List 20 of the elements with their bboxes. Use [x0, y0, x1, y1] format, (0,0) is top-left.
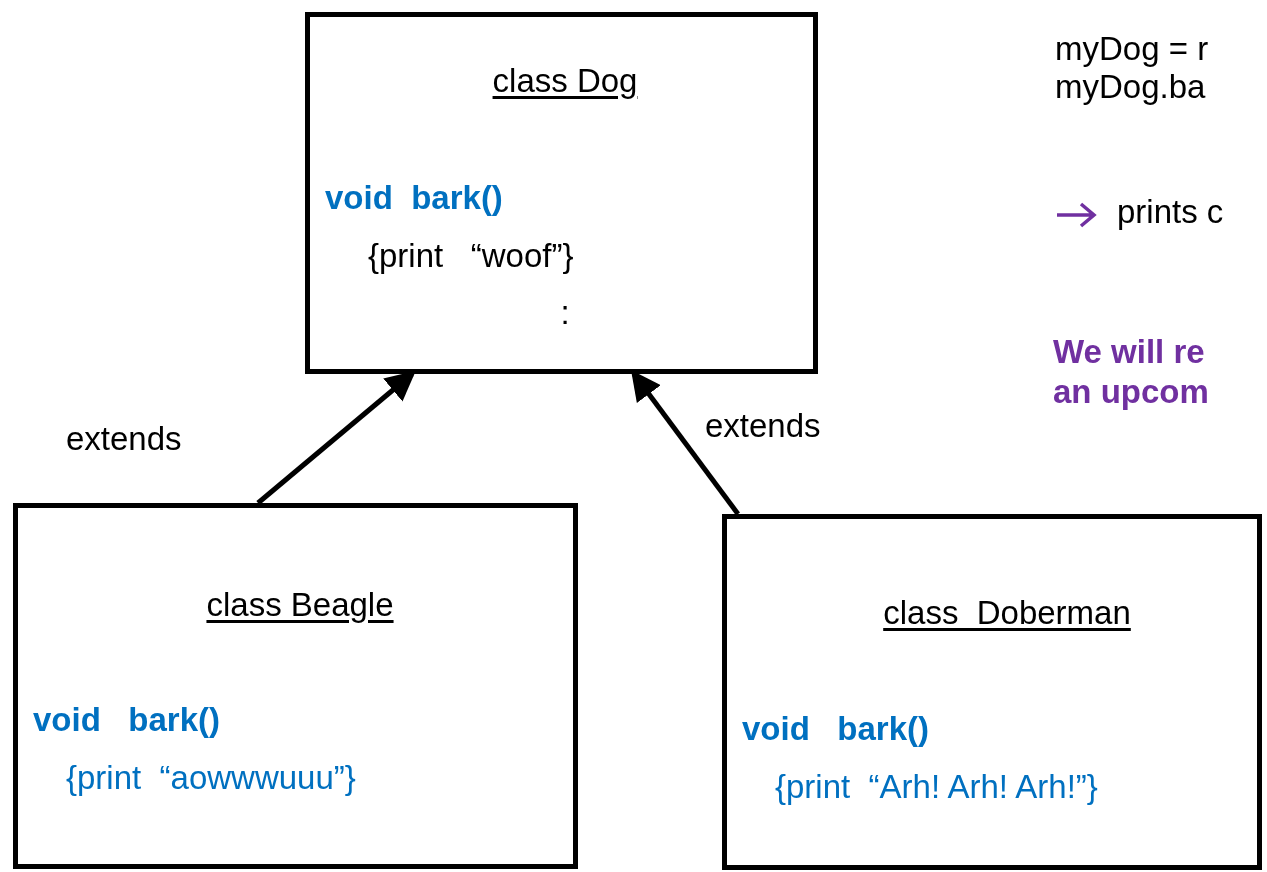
- note-text: We will re: [1053, 333, 1205, 371]
- class-box: [305, 12, 818, 374]
- method-signature: void bark(): [742, 710, 930, 748]
- code-text: prints c: [1117, 193, 1224, 231]
- method-signature: void bark(): [33, 701, 221, 739]
- method-signature: void bark(): [325, 179, 503, 217]
- class-box: [722, 514, 1262, 870]
- note-text: an upcom: [1053, 373, 1209, 411]
- class-name: class Dog: [492, 62, 638, 100]
- code-text: myDog = r: [1055, 30, 1209, 68]
- method-body: {print “woof”}: [368, 237, 574, 275]
- edge-label: extends: [66, 420, 182, 458]
- class-name: class Beagle: [206, 586, 394, 624]
- class-name: class Doberman: [883, 594, 1131, 632]
- method-body: {print “aowwwuuu”}: [66, 759, 356, 797]
- edge-label: extends: [705, 407, 821, 445]
- ellipsis-text: :: [560, 294, 570, 332]
- class-box: [13, 503, 578, 869]
- code-text: myDog.ba: [1055, 68, 1206, 106]
- method-body: {print “Arh! Arh! Arh!”}: [775, 768, 1098, 806]
